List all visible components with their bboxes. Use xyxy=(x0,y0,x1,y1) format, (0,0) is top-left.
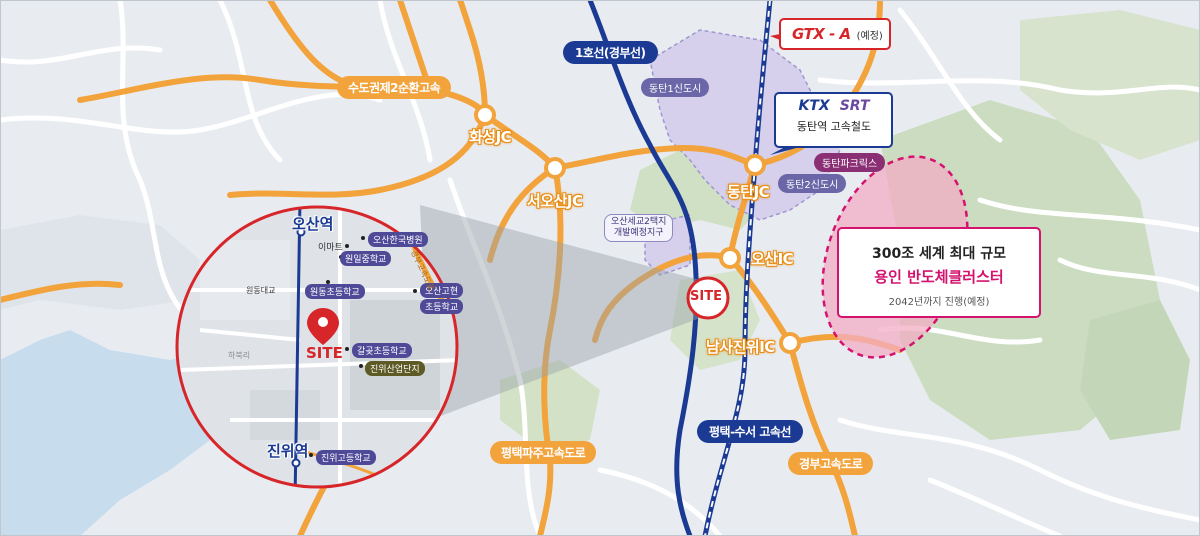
inset-place-wondong-elem: 원동초등학교 xyxy=(305,284,365,299)
gtx-note: (예정) xyxy=(856,30,883,42)
gtx-logo: GTX - A xyxy=(792,25,851,43)
gtx-callout: GTX - A (예정) xyxy=(792,25,883,43)
inset-station-jinwi: 진위역 xyxy=(267,442,309,460)
ktx-logo: KTX xyxy=(798,98,830,114)
junction-label-namsa-jinwi: 남사진위IC xyxy=(706,338,775,356)
inset-place-osan-high-line1: 오산고현 xyxy=(420,283,464,298)
cluster-callout: 300조 세계 최대 규모 용인 반도체클러스터 2042년까지 진행(예정) xyxy=(840,243,1038,308)
junction-label-osan-ic: 오산IC xyxy=(751,250,794,268)
inset-place-galgot-elem: 갈곶초등학교 xyxy=(352,343,412,358)
junction-label-hwaseong: 화성JC xyxy=(469,128,512,146)
district-label-dongtan-park: 동탄파크릭스 xyxy=(814,153,886,172)
road-label-capital-ring: 수도권제2순환고속 xyxy=(337,76,452,99)
ktx-srt-callout: KTX SRT 동탄역 고속철도 xyxy=(783,98,885,134)
inset-place-osan-high: 오산고현 초등학교 xyxy=(420,283,464,314)
site-marker: SITE xyxy=(690,289,722,304)
ktx-srt-label: 동탄역 고속철도 xyxy=(796,120,872,133)
inset-place-emart: 이마트 xyxy=(318,243,343,253)
inset-site-label: SITE xyxy=(306,344,343,362)
cluster-line3: 2042년까지 진행(예정) xyxy=(888,297,990,308)
district-label-osan-segyo: 오산세교2택지 개발예정지구 xyxy=(604,214,674,242)
inset-station-osan: 오산역 xyxy=(292,215,334,233)
inset-place-left-village: 하북리 xyxy=(228,351,251,360)
osan-segyo-line2: 개발예정지구 xyxy=(613,228,664,238)
osan-segyo-line1: 오산세교2택지 xyxy=(611,217,667,227)
inset-place-wonil-middle: 원일중학교 xyxy=(340,251,392,266)
cluster-line2: 용인 반도체클러스터 xyxy=(874,268,1004,286)
inset-place-hospital: 오산한국병원 xyxy=(368,232,428,247)
district-label-dongtan2: 동탄2신도시 xyxy=(778,174,847,193)
inset-place-osan-high-line2: 초등학교 xyxy=(420,299,464,314)
rail-label-line1: 1호선(경부선) xyxy=(563,41,658,64)
road-label-pyeongtaek-paju: 평택파주고속도로 xyxy=(490,441,597,464)
inset-place-jinwi-high: 진위고등학교 xyxy=(316,450,376,465)
inset-place-jinwi-industrial: 진위산업단지 xyxy=(365,361,425,376)
cluster-line1: 300조 세계 최대 규모 xyxy=(871,246,1006,262)
road-label-gyeongbu: 경부고속도로 xyxy=(788,452,874,475)
srt-logo: SRT xyxy=(839,98,870,114)
district-label-dongtan1: 동탄1신도시 xyxy=(641,78,710,97)
inset-place-bridge: 원동대교 xyxy=(246,286,276,295)
junction-label-seoosan: 서오산JC xyxy=(527,192,583,210)
junction-label-dongtan: 동탄JC xyxy=(727,183,770,201)
rail-label-pyeongtaek-suseo: 평택-수서 고속선 xyxy=(697,420,803,443)
